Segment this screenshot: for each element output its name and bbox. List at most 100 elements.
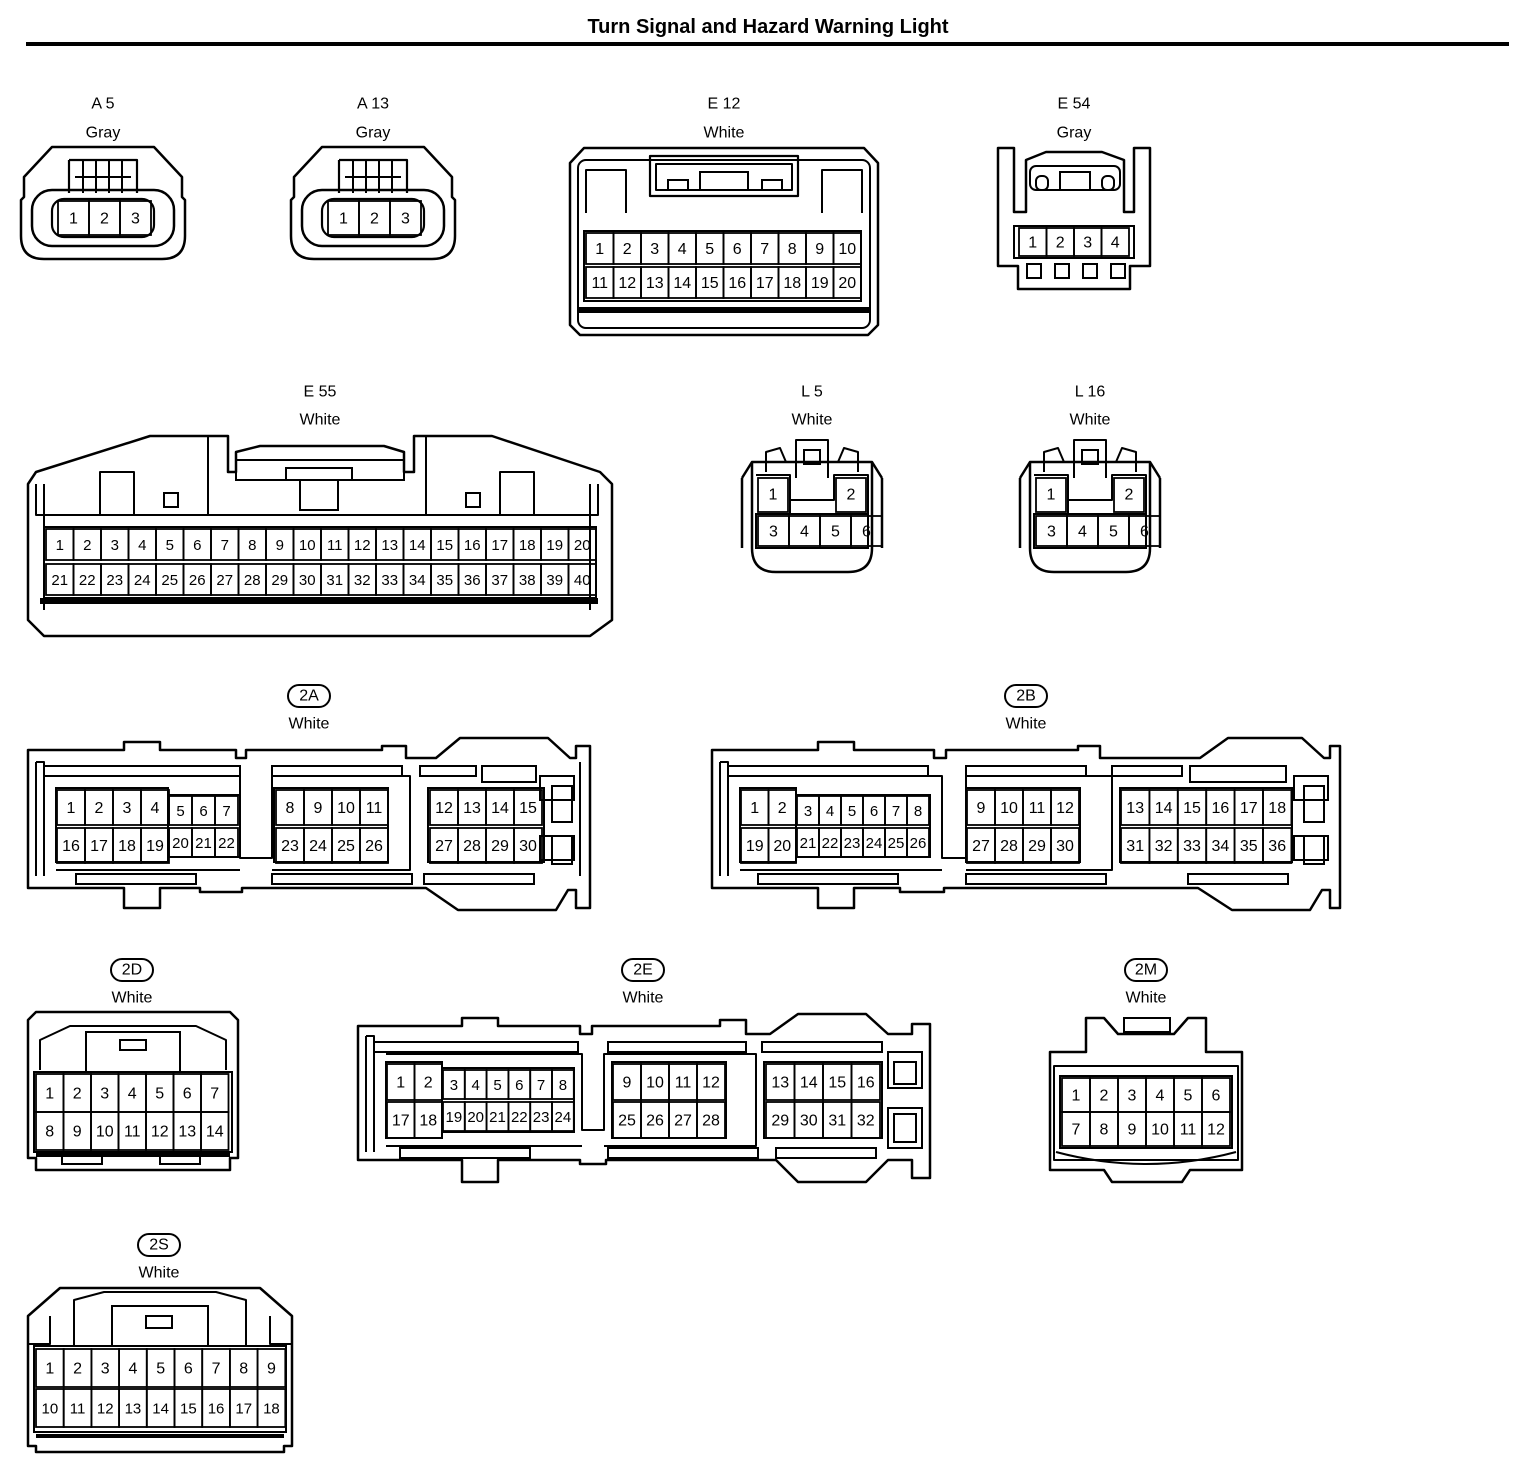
pin-frame [1034, 474, 1147, 515]
pin-number: 26 [365, 838, 383, 855]
pin-number: 21 [489, 1109, 506, 1126]
connector-housing [1048, 1016, 1244, 1184]
pin-number: 2 [424, 1075, 433, 1092]
pin-number: 34 [409, 572, 426, 589]
pin-number: 19 [446, 1109, 463, 1126]
pin-number: 27 [216, 572, 233, 589]
housing-rib [73, 1291, 247, 1346]
pin-number: 27 [435, 838, 453, 855]
housing-rib [965, 765, 1087, 777]
pin-cell [551, 1069, 575, 1100]
pin-number: 12 [354, 537, 371, 554]
pin-number: 10 [1000, 800, 1018, 817]
pin-number: 11 [675, 1075, 692, 1092]
locking-tab [655, 163, 793, 191]
connector-housing [356, 1012, 932, 1184]
pin-number: 16 [728, 275, 746, 292]
pin-number: 12 [702, 1075, 720, 1092]
pin-number: 9 [1128, 1122, 1137, 1139]
pin-cell [567, 563, 597, 596]
pin-cell [214, 795, 239, 826]
pin-number: 25 [337, 838, 355, 855]
pin-number: 39 [546, 572, 563, 589]
pin-number: 3 [131, 211, 140, 228]
pin-number: 9 [623, 1075, 632, 1092]
pin-number: 10 [42, 1401, 59, 1418]
housing-rib [893, 1061, 917, 1085]
pin-number: 15 [828, 1075, 846, 1092]
pin-cell [513, 789, 543, 826]
pin-number: 12 [97, 1401, 114, 1418]
pin-number: 3 [101, 1361, 110, 1378]
pin-number: 11 [70, 1401, 86, 1418]
pin-cell [567, 528, 597, 561]
pin-cell [551, 1101, 575, 1132]
pin-number: 14 [152, 1401, 169, 1418]
pin-number: 24 [866, 835, 883, 852]
pin-number: 4 [128, 1086, 137, 1103]
pin-number: 30 [800, 1113, 818, 1130]
pin-number: 4 [800, 524, 809, 541]
pin-cell [119, 200, 152, 236]
connector-code-oval [137, 1233, 181, 1257]
housing-rib [36, 1152, 230, 1157]
pin-number: 16 [857, 1075, 875, 1092]
pin-number: 15 [1183, 800, 1201, 817]
pin-number: 12 [435, 800, 453, 817]
pin-number: 4 [1111, 235, 1120, 252]
pin-number: 18 [783, 275, 801, 292]
pin-number: 33 [381, 572, 398, 589]
pin-number: 26 [910, 835, 927, 852]
lock-detail [667, 179, 689, 191]
pin-number: 16 [1212, 800, 1230, 817]
housing-rib [1303, 835, 1325, 865]
pin-number: 22 [511, 1109, 528, 1126]
pin-number: 17 [90, 838, 108, 855]
connector-name: E 54 [1058, 96, 1091, 113]
pin-number: 4 [472, 1077, 480, 1094]
housing-rib [1111, 765, 1183, 777]
pin-number: 3 [401, 211, 410, 228]
pin-number: 18 [519, 537, 536, 554]
locking-tab [765, 447, 859, 472]
connector-name: 2D [122, 962, 142, 979]
pin-number: 28 [463, 838, 481, 855]
connector-housing [1028, 462, 1152, 574]
pin-cell [850, 1101, 881, 1139]
connector-housing [568, 146, 880, 337]
pin-number: 8 [45, 1124, 54, 1141]
housing-rib [465, 492, 481, 508]
pin-number: 1 [45, 1086, 54, 1103]
connector-color: White [112, 990, 153, 1007]
connector-color: White [1070, 412, 1111, 429]
housing-rib [399, 1147, 531, 1159]
housing-rib [159, 1155, 201, 1165]
pin-number: 2 [83, 537, 91, 554]
pin-frame [50, 197, 156, 239]
pin-number: 16 [208, 1401, 225, 1418]
connector-housing [26, 434, 614, 638]
connector-name: 2E [633, 962, 653, 979]
pin-cell [1262, 827, 1293, 864]
connector-code-oval [1124, 958, 1168, 982]
pin-number: 7 [760, 241, 769, 258]
connector-color: White [139, 1265, 180, 1282]
connector-name: 2S [149, 1237, 169, 1254]
housing-rib [61, 1155, 103, 1165]
housing-rib [28, 1316, 292, 1345]
pin-number: 31 [326, 572, 343, 589]
housing-rib [36, 1434, 284, 1438]
pin-number: 19 [146, 838, 164, 855]
pin-number: 8 [286, 800, 295, 817]
pin-cell [389, 200, 422, 236]
connector-color: White [623, 990, 664, 1007]
pin-number: 5 [166, 537, 174, 554]
pin-cell [850, 515, 883, 547]
pin-number: 20 [838, 275, 856, 292]
